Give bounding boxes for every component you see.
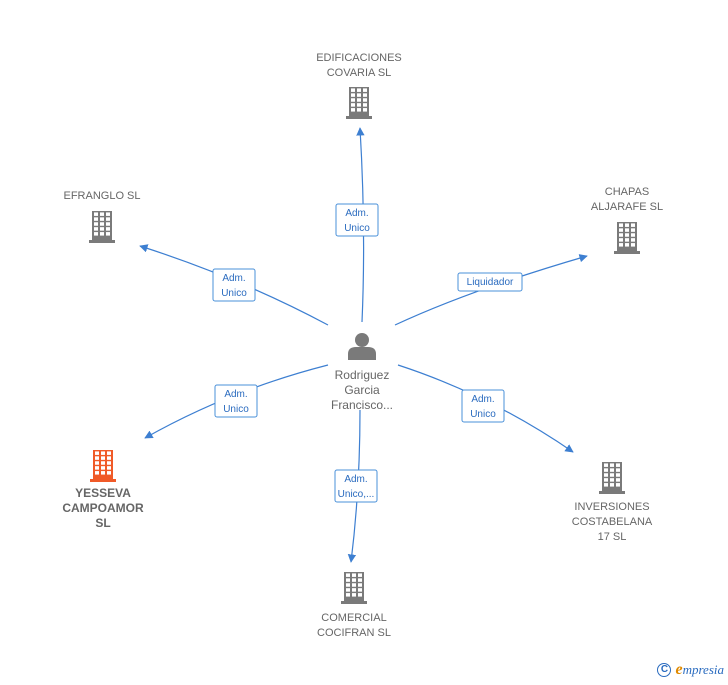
- edge-label-text: Unico: [344, 223, 370, 234]
- company-name-inversiones[interactable]: INVERSIONES: [574, 501, 649, 513]
- brand-logo[interactable]: empresia: [675, 661, 724, 678]
- edge-label-efranglo[interactable]: Adm. Unico: [212, 268, 256, 302]
- edge-label-box: [457, 272, 523, 292]
- building-icon[interactable]: [346, 87, 372, 119]
- footer-brand: C empresia: [657, 661, 724, 679]
- edge-label-text: Adm.: [344, 474, 367, 485]
- company-name-edificaciones[interactable]: EDIFICACIONES: [316, 52, 402, 64]
- edge-label-yesseva[interactable]: Adm. Unico: [214, 384, 258, 418]
- edge-label-text: Adm.: [345, 208, 368, 219]
- company-node-inversiones[interactable]: INVERSIONES COSTABELANA 17 SL: [572, 462, 653, 543]
- company-name-efranglo[interactable]: EFRANGLO SL: [63, 190, 140, 202]
- company-name-yesseva[interactable]: CAMPOAMOR: [62, 501, 144, 515]
- edge-label-chapas[interactable]: Liquidador: [457, 272, 523, 292]
- person-name[interactable]: Rodriguez: [335, 368, 390, 382]
- company-node-efranglo[interactable]: EFRANGLO SL: [63, 190, 141, 243]
- edge-label-text: Unico: [470, 409, 496, 420]
- edge-label-box: [334, 469, 378, 503]
- edge-label-box: [214, 384, 258, 418]
- company-node-comercial[interactable]: COMERCIAL COCIFRAN SL: [317, 572, 391, 639]
- building-icon[interactable]: [599, 462, 625, 494]
- company-name-chapas[interactable]: ALJARAFE SL: [591, 201, 663, 213]
- edge-label-text: Unico: [221, 288, 247, 299]
- edge-label-inversiones[interactable]: Adm. Unico: [461, 389, 505, 423]
- company-name-yesseva[interactable]: SL: [95, 516, 110, 530]
- edge-label-text: Adm.: [224, 389, 247, 400]
- company-name-comercial[interactable]: COCIFRAN SL: [317, 627, 391, 639]
- person-name[interactable]: Garcia: [344, 383, 380, 397]
- edge-label-box: [335, 203, 379, 237]
- edge-label-edificaciones[interactable]: Adm. Unico: [335, 203, 379, 237]
- person-icon[interactable]: [348, 333, 376, 360]
- company-name-edificaciones[interactable]: COVARIA SL: [327, 67, 392, 79]
- copyright-icon: C: [657, 663, 672, 677]
- edge-label-box: [461, 389, 505, 423]
- company-node-edificaciones[interactable]: EDIFICACIONES COVARIA SL: [316, 52, 402, 119]
- building-icon[interactable]: [614, 222, 640, 254]
- building-icon[interactable]: [90, 450, 116, 482]
- edge-label-text: Adm.: [222, 273, 245, 284]
- building-icon[interactable]: [89, 211, 115, 243]
- person-name[interactable]: Francisco...: [331, 398, 393, 412]
- company-name-yesseva[interactable]: YESSEVA: [75, 486, 131, 500]
- company-name-chapas[interactable]: CHAPAS: [605, 186, 649, 198]
- company-name-comercial[interactable]: COMERCIAL: [321, 612, 386, 624]
- edge-label-text: Liquidador: [467, 277, 514, 288]
- edge-label-box: [212, 268, 256, 302]
- edge-label-text: Adm.: [471, 394, 494, 405]
- edge-label-comercial[interactable]: Adm. Unico,...: [334, 469, 378, 503]
- company-name-inversiones[interactable]: COSTABELANA: [572, 516, 653, 528]
- person-node[interactable]: RodriguezGarciaFrancisco...: [331, 333, 393, 412]
- edge-label-text: Unico,...: [338, 489, 375, 500]
- company-name-inversiones[interactable]: 17 SL: [598, 531, 627, 543]
- edge-label-text: Unico: [223, 404, 249, 415]
- building-icon[interactable]: [341, 572, 367, 604]
- company-node-chapas[interactable]: CHAPAS ALJARAFE SL: [591, 186, 663, 254]
